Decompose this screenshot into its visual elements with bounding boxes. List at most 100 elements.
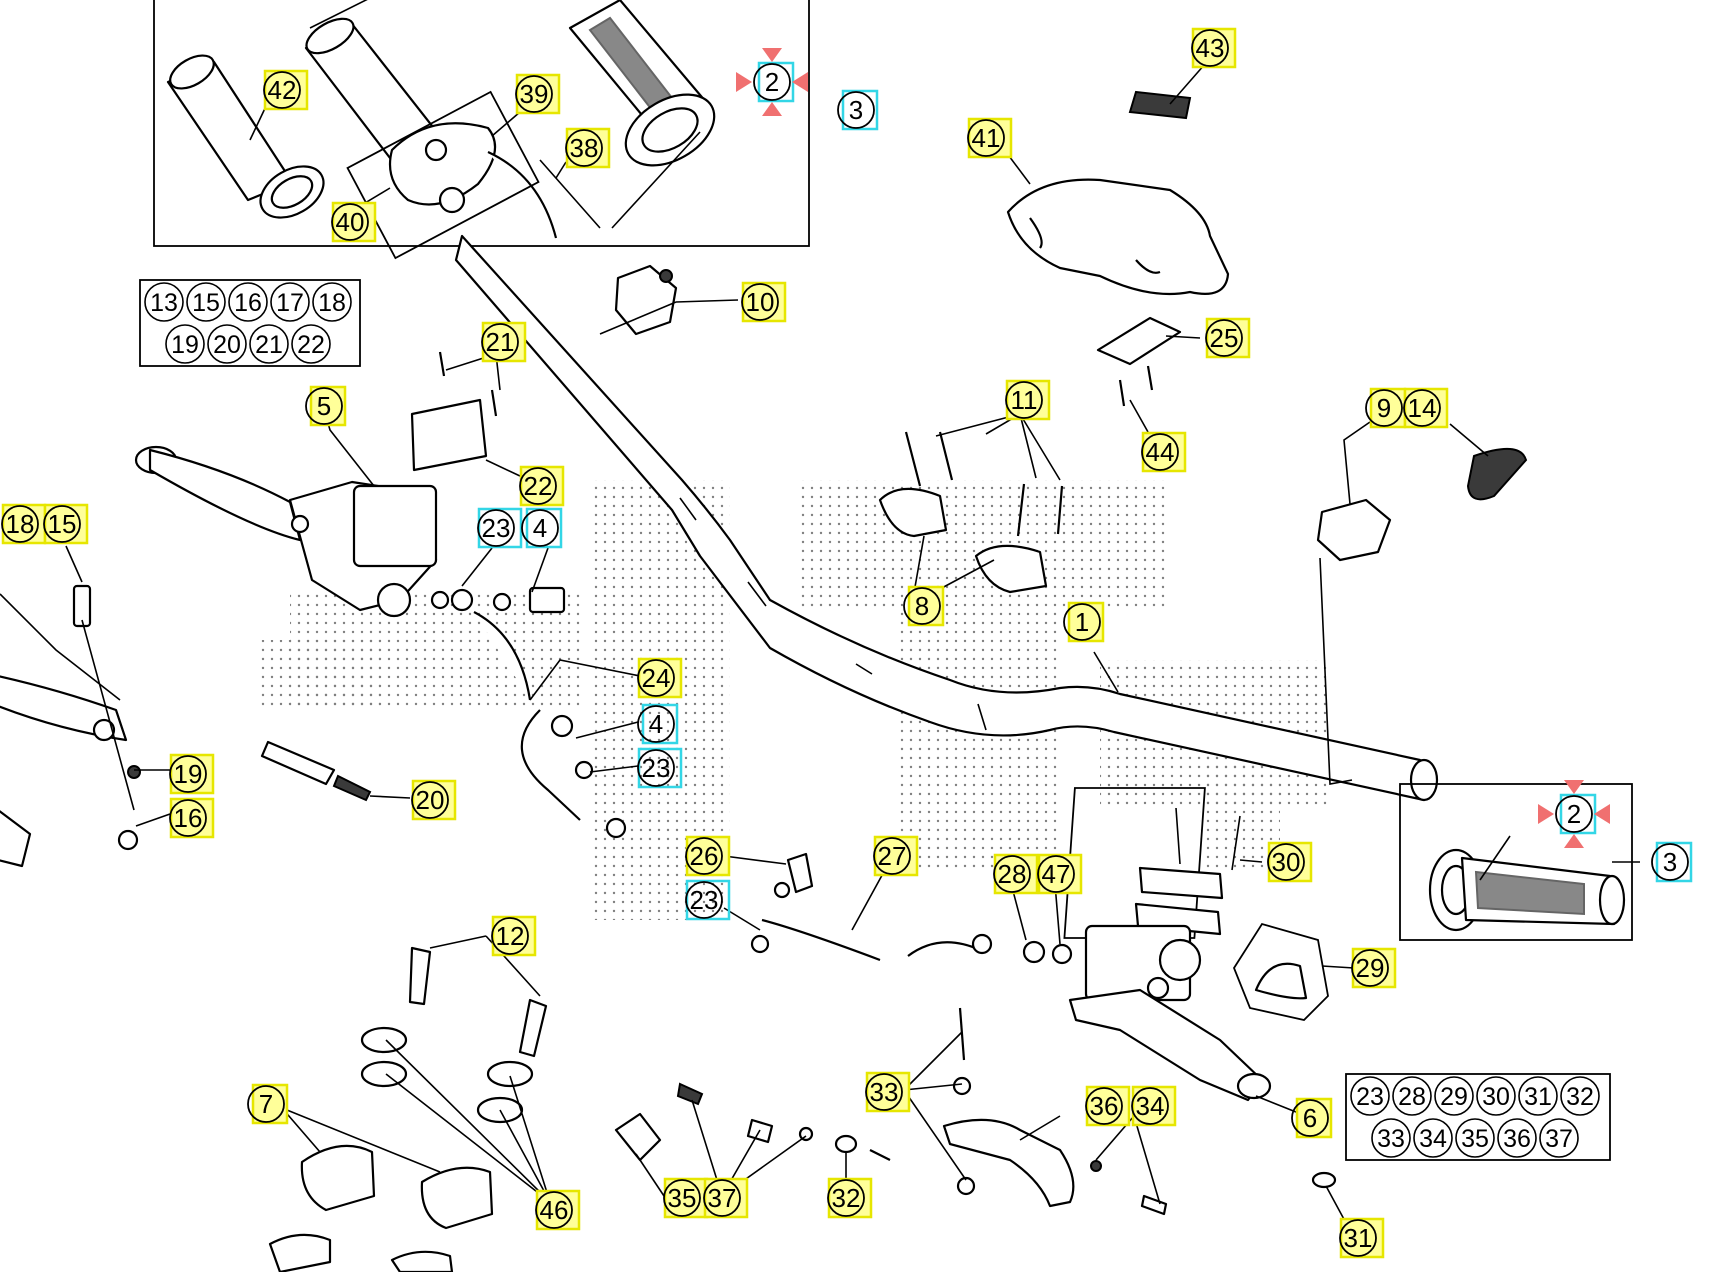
clutch-lever-left — [0, 584, 141, 868]
banjo-bolt-4 — [430, 586, 566, 614]
washer-47 — [1051, 943, 1073, 965]
group-item-label: 29 — [1440, 1083, 1468, 1111]
bolt-26 — [786, 852, 814, 894]
callout-26: 26 — [685, 835, 731, 877]
clamp-29 — [1254, 962, 1308, 1000]
bracket-35 — [614, 1112, 662, 1162]
hose-fitting — [971, 933, 993, 955]
callout-circle — [1351, 949, 1389, 987]
callout-circle — [1205, 319, 1243, 357]
group-circle — [207, 324, 247, 364]
callout-label: 25 — [1210, 323, 1239, 353]
callout-label: 41 — [972, 123, 1001, 153]
callout-label: 5 — [317, 391, 331, 421]
leader-lines — [0, 63, 1640, 1235]
bushings-46 — [360, 1026, 534, 1124]
callout-20: 20 — [411, 779, 457, 821]
callout-circle — [1291, 1099, 1329, 1137]
callout-label: 22 — [524, 471, 553, 501]
callout-23a: 23 — [477, 507, 523, 549]
callout-label: 15 — [48, 509, 77, 539]
callout-circle — [305, 387, 343, 425]
callout-circle — [837, 91, 875, 129]
callout-label: 40 — [336, 207, 365, 237]
callout-circle — [873, 837, 911, 875]
bolts-11 — [904, 431, 1064, 537]
callout-label: 39 — [520, 79, 549, 109]
callout-highlight — [873, 835, 919, 877]
reservoir-cap-22 — [410, 398, 488, 472]
group-item-label: 33 — [1377, 1125, 1405, 1153]
group-item-label: 23 — [1356, 1083, 1384, 1111]
callout-circle — [1141, 433, 1179, 471]
top-clamp-detail — [1029, 217, 1161, 274]
group-item-label: 35 — [1461, 1125, 1489, 1153]
group-circle — [1350, 1076, 1390, 1116]
callout-10: 10 — [741, 281, 787, 323]
callout-2b: 2 — [1538, 780, 1610, 848]
callout-6: 6 — [1291, 1097, 1333, 1139]
callout-highlight — [481, 321, 527, 363]
washer-37 — [798, 1126, 814, 1142]
group-circle — [1518, 1076, 1558, 1116]
callout-label: 44 — [1146, 437, 1175, 467]
callout-highlight — [1655, 841, 1693, 883]
callout-19: 19 — [169, 753, 215, 795]
callout-36: 36 — [1085, 1085, 1131, 1127]
group-item-label: 22 — [297, 331, 325, 359]
callout-40: 40 — [331, 201, 377, 243]
callout-22: 22 — [519, 465, 565, 507]
callout-circle — [565, 129, 603, 167]
callout-23c: 23 — [685, 879, 731, 921]
callout-circle — [637, 705, 675, 743]
callout-highlight — [1295, 1097, 1333, 1139]
group-item-label: 18 — [318, 289, 346, 317]
callout-4b: 4 — [637, 703, 679, 745]
part-34b — [1140, 1194, 1168, 1216]
callout-label: 38 — [570, 133, 599, 163]
right-grip-top — [568, 0, 716, 167]
cap-43 — [1128, 90, 1192, 120]
group-circle — [1560, 1076, 1600, 1116]
brake-hose-27 — [761, 918, 881, 962]
group-circle — [1539, 1118, 1579, 1158]
group-item-label: 21 — [255, 331, 283, 359]
callout-label: 24 — [642, 663, 671, 693]
callout-34: 34 — [1131, 1085, 1177, 1127]
frame-clamp-29 — [1232, 922, 1329, 1021]
callout-7: 7 — [247, 1083, 289, 1125]
group-circle — [312, 282, 352, 322]
group-circle — [291, 324, 331, 364]
spring-37 — [676, 1082, 704, 1106]
handlebar — [454, 234, 1426, 802]
group-item-label: 32 — [1566, 1083, 1594, 1111]
callout-15: 15 — [43, 503, 89, 545]
nut-32 — [834, 1134, 858, 1154]
callout-circle — [263, 71, 301, 109]
callout-label: 4 — [533, 513, 547, 543]
callout-label: 6 — [1303, 1103, 1317, 1133]
rear-master-cylinder-6 — [1068, 924, 1272, 1102]
callout-28: 28 — [993, 853, 1039, 895]
callout-circle — [331, 203, 369, 241]
group-circle — [186, 282, 226, 322]
callout-circle — [993, 855, 1031, 893]
group-circle — [228, 282, 268, 322]
callout-38: 38 — [565, 127, 611, 169]
group-circle — [1476, 1076, 1516, 1116]
callout-circle — [1, 505, 39, 543]
callout-46: 46 — [535, 1189, 581, 1231]
callout-circle — [637, 659, 675, 697]
callout-3b: 3 — [1651, 841, 1693, 883]
callout-highlight — [331, 201, 377, 243]
callout-highlight — [641, 703, 679, 745]
group-item-label: 20 — [213, 331, 241, 359]
group-item-label: 16 — [234, 289, 262, 317]
callout-label: 2 — [765, 67, 779, 97]
callout-circle — [1555, 795, 1593, 833]
callout-circle — [663, 1179, 701, 1217]
callout-42: 42 — [263, 69, 309, 111]
